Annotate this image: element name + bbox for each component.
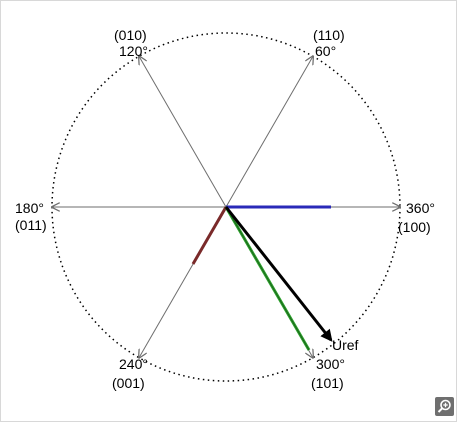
axis-arrow-v-60 — [225, 56, 313, 208]
label-180-state: (011) — [15, 217, 47, 233]
label-360-state: (100) — [398, 219, 431, 235]
zoom-button[interactable] — [435, 397, 454, 416]
label-120-state: (010) — [114, 27, 147, 43]
label-180-angle: 180° — [15, 200, 44, 216]
label-240-state: (001) — [112, 375, 145, 391]
axis-arrow-v-120 — [139, 56, 227, 208]
uref-label: Uref — [332, 337, 359, 353]
label-120-angle: 120° — [119, 43, 148, 59]
label-300-angle: 300° — [316, 356, 345, 372]
label-240-angle: 240° — [119, 356, 148, 372]
label-360-angle: 360° — [406, 200, 435, 216]
label-300-state: (101) — [311, 375, 344, 391]
green-component-core — [225, 206, 310, 351]
label-60-state: (110) — [313, 27, 345, 43]
zoom-in-icon — [437, 399, 451, 413]
uref-arrow — [224, 206, 333, 342]
label-60-angle: 60° — [315, 43, 336, 59]
red-component-line — [191, 206, 228, 265]
